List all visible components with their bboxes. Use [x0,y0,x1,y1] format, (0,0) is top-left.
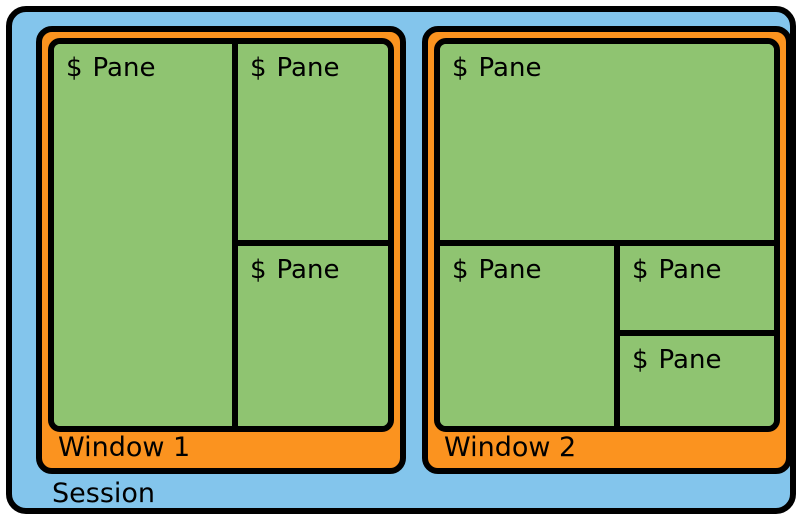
window-1-pane-2[interactable]: $ Pane [238,44,388,240]
window-1-pane-2-label: $ Pane [250,52,339,84]
window-1-pane-1-label: $ Pane [66,52,155,84]
pane-text: Pane [276,255,340,285]
pane-text: Pane [658,255,722,285]
prompt-icon: $ [452,255,469,285]
prompt-icon: $ [632,255,649,285]
window-2-pane-1-label: $ Pane [452,52,541,84]
window-2-container: $ Pane $ Pane $ Pane [422,26,792,474]
window-1-pane-1[interactable]: $ Pane [54,44,232,426]
session-container: $ Pane $ Pane $ Pane [6,6,796,514]
window-2-horizontal-split-right[interactable] [620,330,774,336]
window-1-label: Window 1 [58,432,191,463]
window-2-pane-2[interactable]: $ Pane [440,246,614,426]
window-1-container: $ Pane $ Pane $ Pane [36,26,406,474]
window-1-pane-3[interactable]: $ Pane [238,246,388,426]
window-2-vertical-split[interactable] [614,246,620,426]
prompt-icon: $ [632,345,649,375]
window-2-pane-4[interactable]: $ Pane [620,336,774,426]
window-2-pane-3[interactable]: $ Pane [620,246,774,330]
window-1-pane-area: $ Pane $ Pane $ Pane [48,38,394,432]
prompt-icon: $ [66,53,83,83]
pane-text: Pane [658,345,722,375]
prompt-icon: $ [250,255,267,285]
window-2-label: Window 2 [444,432,577,463]
window-2-pane-area: $ Pane $ Pane $ Pane [434,38,780,432]
window-1-horizontal-split[interactable] [238,240,388,246]
window-2-horizontal-split-top[interactable] [440,240,774,246]
window-2-pane-1[interactable]: $ Pane [440,44,774,240]
window-2-pane-4-label: $ Pane [632,344,721,376]
pane-text: Pane [478,53,542,83]
pane-text: Pane [92,53,156,83]
window-1-vertical-split[interactable] [232,44,238,426]
pane-text: Pane [478,255,542,285]
window-1-pane-3-label: $ Pane [250,254,339,286]
session-label: Session [52,478,156,509]
prompt-icon: $ [452,53,469,83]
prompt-icon: $ [250,53,267,83]
window-2-pane-3-label: $ Pane [632,254,721,286]
pane-text: Pane [276,53,340,83]
window-2-pane-2-label: $ Pane [452,254,541,286]
